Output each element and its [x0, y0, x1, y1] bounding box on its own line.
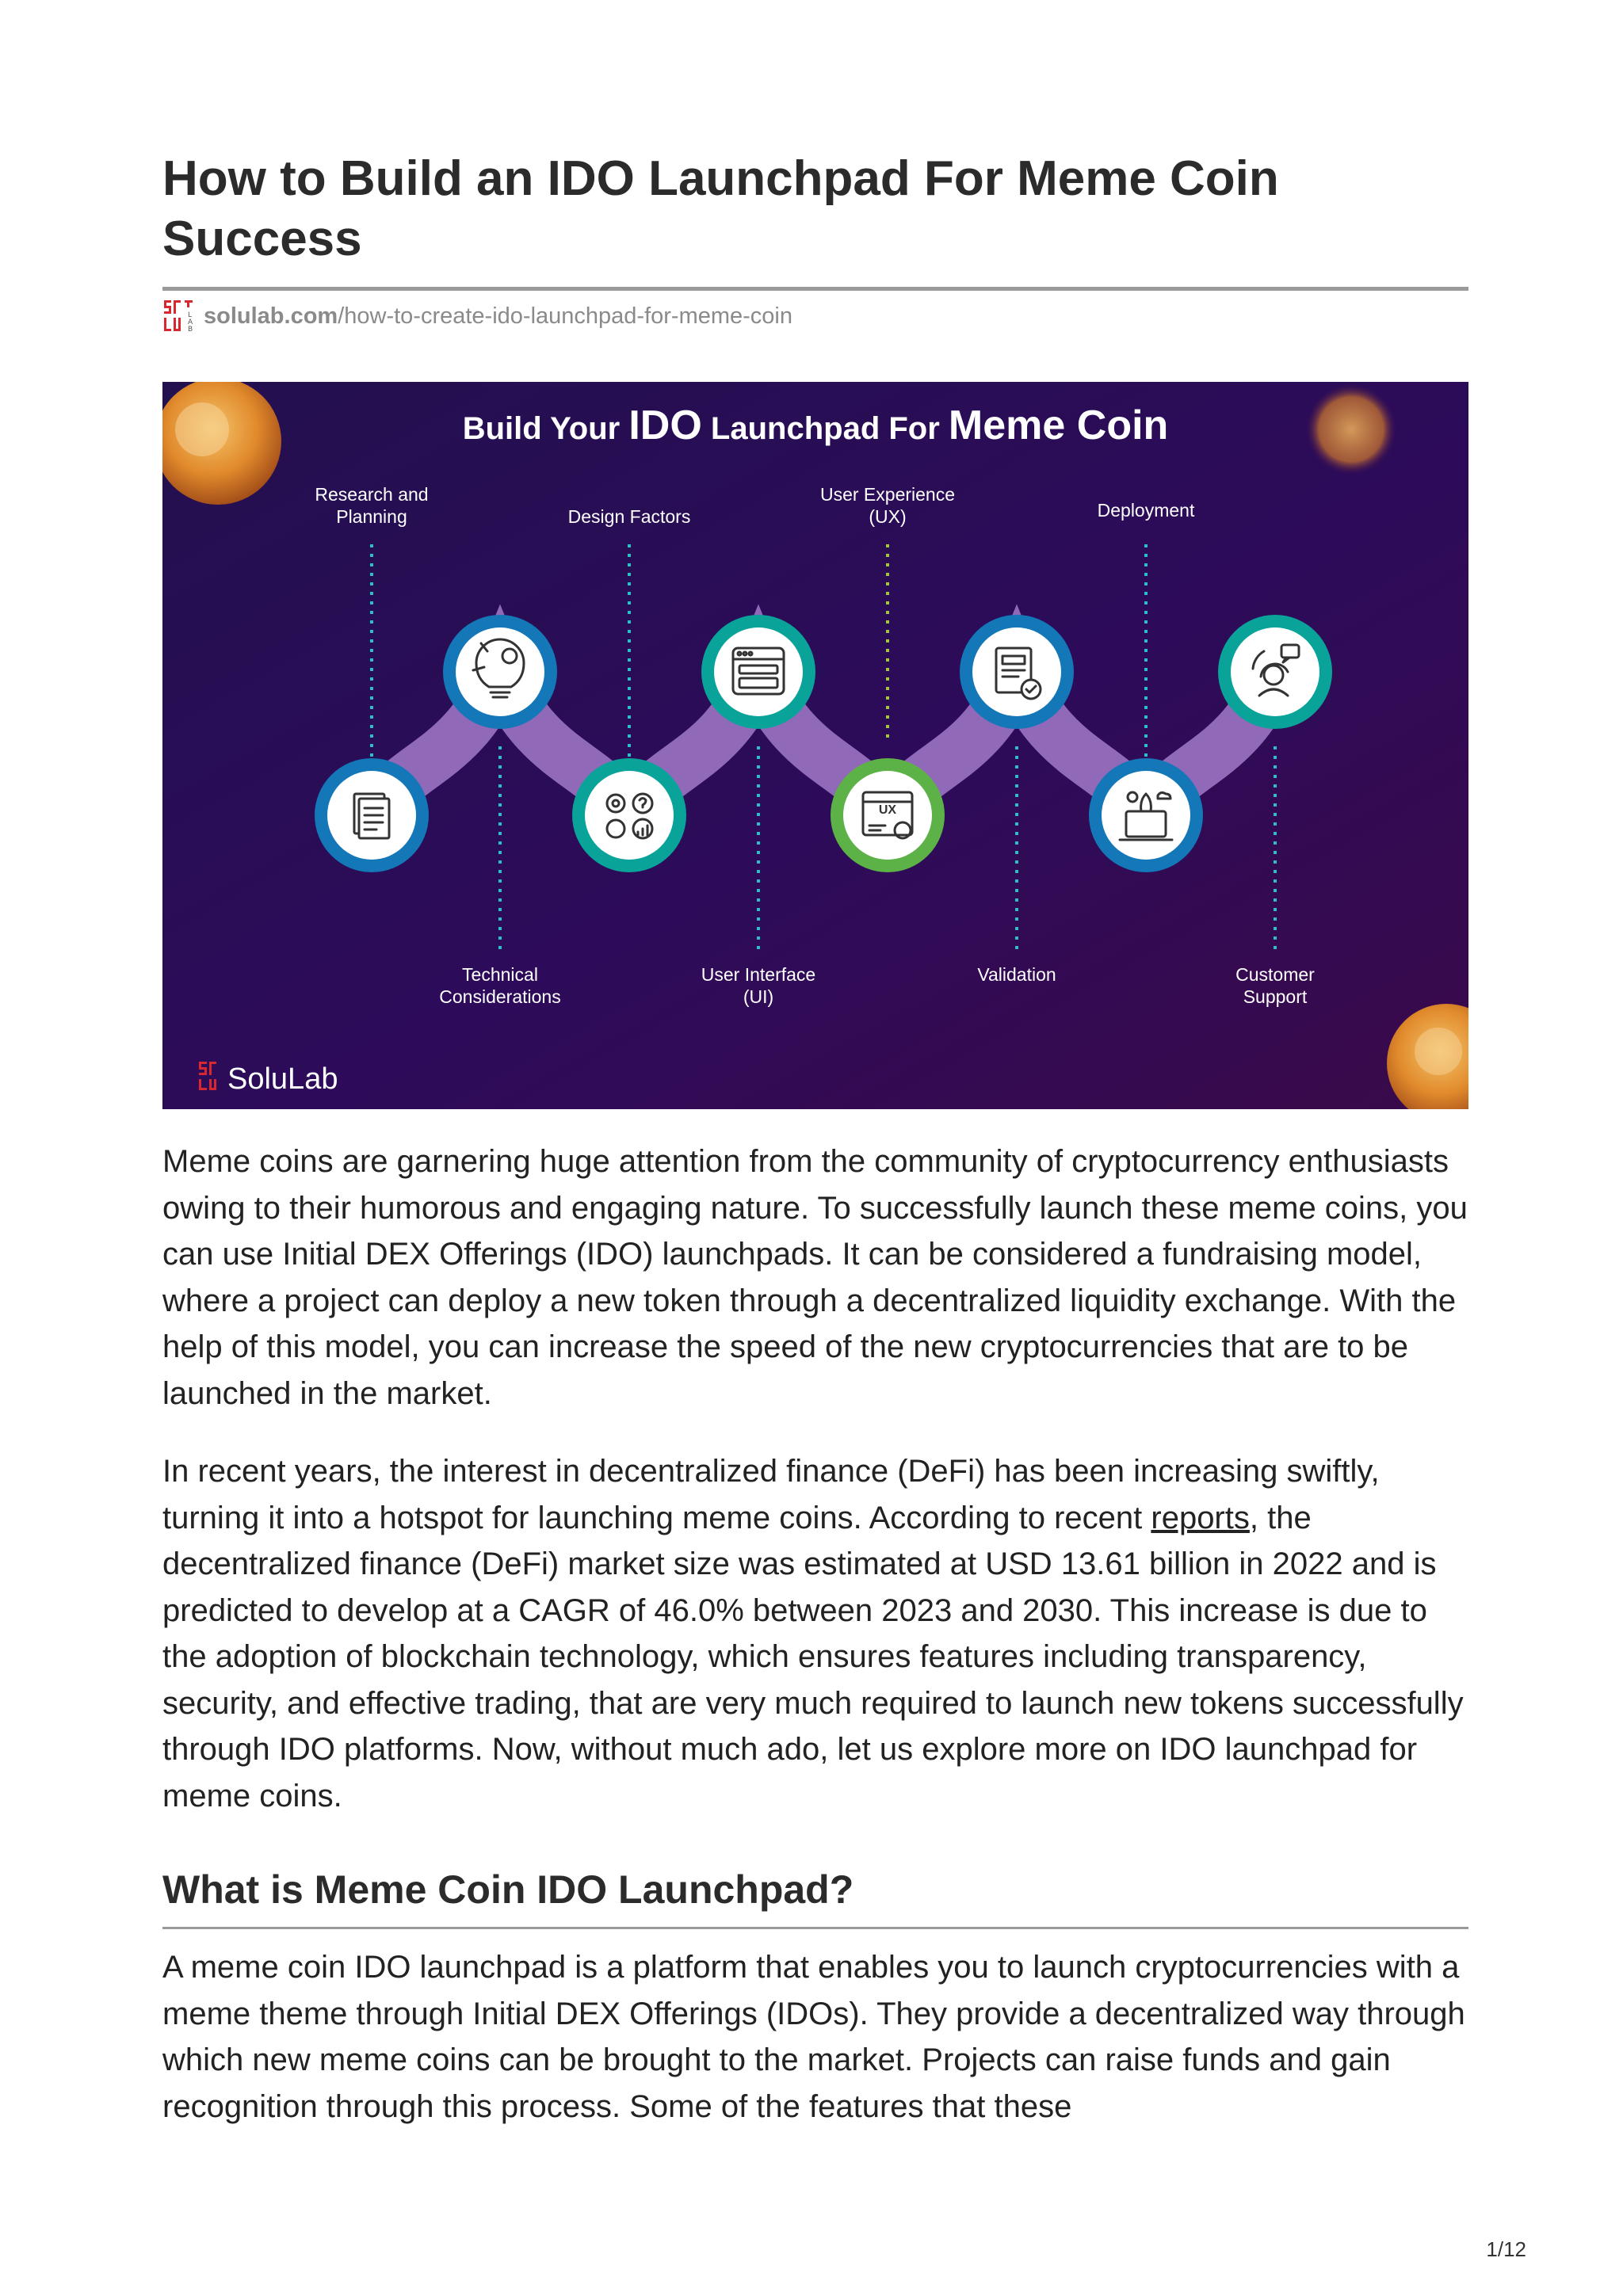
step-deployment	[1089, 758, 1203, 872]
svg-text:B: B	[188, 326, 193, 334]
label-technical-considerations-2: Considerations	[439, 986, 560, 1007]
defi-paragraph-text-rest: , the decentralized finance (DeFi) marke…	[162, 1500, 1464, 1814]
document-icon	[353, 792, 391, 840]
settings-question-icon	[605, 792, 654, 840]
lightbulb-gear-icon	[472, 638, 525, 699]
definition-paragraph: A meme coin IDO launchpad is a platform …	[162, 1950, 1465, 2124]
step-user-interface	[701, 615, 815, 729]
defi-paragraph: In recent years, the interest in decentr…	[162, 1448, 1468, 1819]
label-research-planning-2: Planning	[336, 506, 407, 527]
banner-brand: SoluLab	[227, 1062, 338, 1096]
step-customer-support	[1218, 615, 1332, 729]
banner-title: Build Your IDO Launchpad For Meme Coin	[463, 402, 1169, 448]
label-deployment: Deployment	[1098, 500, 1195, 521]
title-divider	[162, 287, 1468, 291]
source-line: L A B solulab.com /how-to-create-ido-lau…	[162, 298, 792, 334]
meme-coin-decoration	[1387, 1004, 1468, 1109]
step-technical-considerations	[443, 615, 557, 729]
article-title: How to Build an IDO Launchpad For Meme C…	[162, 151, 1279, 266]
label-user-experience-1: User Experience	[820, 484, 955, 505]
label-design-factors: Design Factors	[568, 506, 691, 527]
label-user-experience-2: (UX)	[869, 506, 906, 527]
source-path[interactable]: /how-to-create-ido-launchpad-for-meme-co…	[338, 303, 793, 329]
browser-window-icon	[731, 646, 785, 696]
page-number: 1/12	[1486, 2237, 1526, 2261]
label-research-planning-1: Research and	[315, 484, 428, 505]
step-design-factors	[572, 758, 686, 872]
reports-link[interactable]: reports	[1151, 1500, 1250, 1535]
defi-paragraph-text: In recent years, the interest in decentr…	[162, 1454, 1380, 1535]
svg-text:A: A	[188, 318, 193, 326]
step-validation	[960, 615, 1074, 729]
report-check-icon	[995, 646, 1042, 700]
rocket-laptop-icon	[1118, 791, 1174, 841]
meme-coin-decoration	[1305, 383, 1397, 475]
ux-label: UX	[879, 803, 897, 817]
label-user-interface-1: User Interface	[701, 964, 815, 985]
intro-paragraph: Meme coins are garnering huge attention …	[162, 1144, 1468, 1411]
label-technical-considerations-1: Technical	[462, 964, 538, 985]
label-customer-support-2: Support	[1243, 986, 1308, 1007]
section-divider	[162, 1927, 1468, 1929]
section-heading: What is Meme Coin IDO Launchpad?	[162, 1867, 854, 1912]
customer-support-icon	[1251, 643, 1300, 697]
banner-image: Build Your IDO Launchpad For Meme Coin	[162, 382, 1468, 1109]
label-user-interface-2: (UI)	[743, 986, 773, 1007]
ux-screen-icon	[861, 791, 914, 840]
solulab-brand-logo-icon	[199, 1062, 216, 1090]
dotted-guides	[370, 544, 1277, 952]
label-validation: Validation	[977, 964, 1056, 985]
svg-text:L: L	[188, 311, 192, 319]
source-domain[interactable]: solulab.com	[204, 303, 338, 329]
label-customer-support-1: Customer	[1235, 964, 1315, 985]
solulab-logo-icon: L A B	[162, 299, 196, 334]
